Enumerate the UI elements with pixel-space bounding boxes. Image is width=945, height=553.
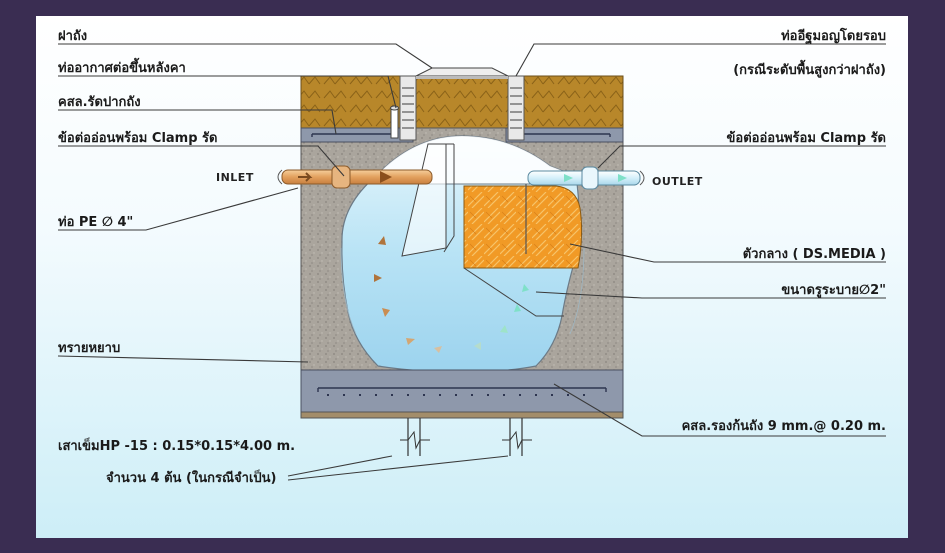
septic-tank-diagram: ฝาถัง ท่ออากาศต่อขึ้นหลังคา คสล.รัดปากถั… <box>57 27 886 486</box>
vent-pipe <box>390 105 399 139</box>
label-sand-fill: ทรายหยาบ <box>58 341 120 356</box>
flow-arrows <box>374 236 529 353</box>
label-lid: ฝาถัง <box>58 29 87 44</box>
label-inlet: INLET <box>216 171 254 184</box>
piles <box>400 418 532 456</box>
leader-lines <box>57 43 886 481</box>
label-piles-line2: จำนวน 4 ต้น (ในกรณีจำเป็น) <box>106 468 276 486</box>
diagram-panel: ฝาถัง ท่ออากาศต่อขึ้นหลังคา คสล.รัดปากถั… <box>36 16 908 538</box>
label-pe-pipe: ท่อ PE ∅ 4" <box>58 215 133 230</box>
label-flex-joint-left: ข้อต่ออ่อนพร้อม Clamp รัด <box>58 130 217 146</box>
label-base-slab: คสล.รองก้นถัง 9 mm.@ 0.20 m. <box>682 418 886 434</box>
base-slab <box>300 369 624 419</box>
outlet-pipe <box>527 166 645 190</box>
label-riser-line2: (กรณีระดับพื้นสูงกว่าฝาถัง) <box>733 59 886 78</box>
tank-lid <box>415 67 509 79</box>
label-piles-line1: เสาเข็มHP -15 : 0.15*0.15*4.00 m. <box>58 436 295 454</box>
label-drain: ขนาดรูระบาย∅2" <box>781 283 886 298</box>
media-chamber <box>463 185 583 317</box>
soil-layer <box>300 75 624 129</box>
inlet-baffle <box>401 143 455 257</box>
label-lid-collar: คสล.รัดปากถัง <box>58 95 141 110</box>
label-vent-pipe: ท่ออากาศต่อขึ้นหลังคา <box>58 57 186 76</box>
label-outlet: OUTLET <box>652 175 703 188</box>
label-flex-joint-right: ข้อต่ออ่อนพร้อม Clamp รัด <box>727 130 886 146</box>
inlet-pipe <box>277 165 433 189</box>
label-media: ตัวกลาง ( DS.MEDIA ) <box>743 247 886 262</box>
label-riser-line1: ท่ออีฐมอญโดยรอบ <box>781 27 886 45</box>
